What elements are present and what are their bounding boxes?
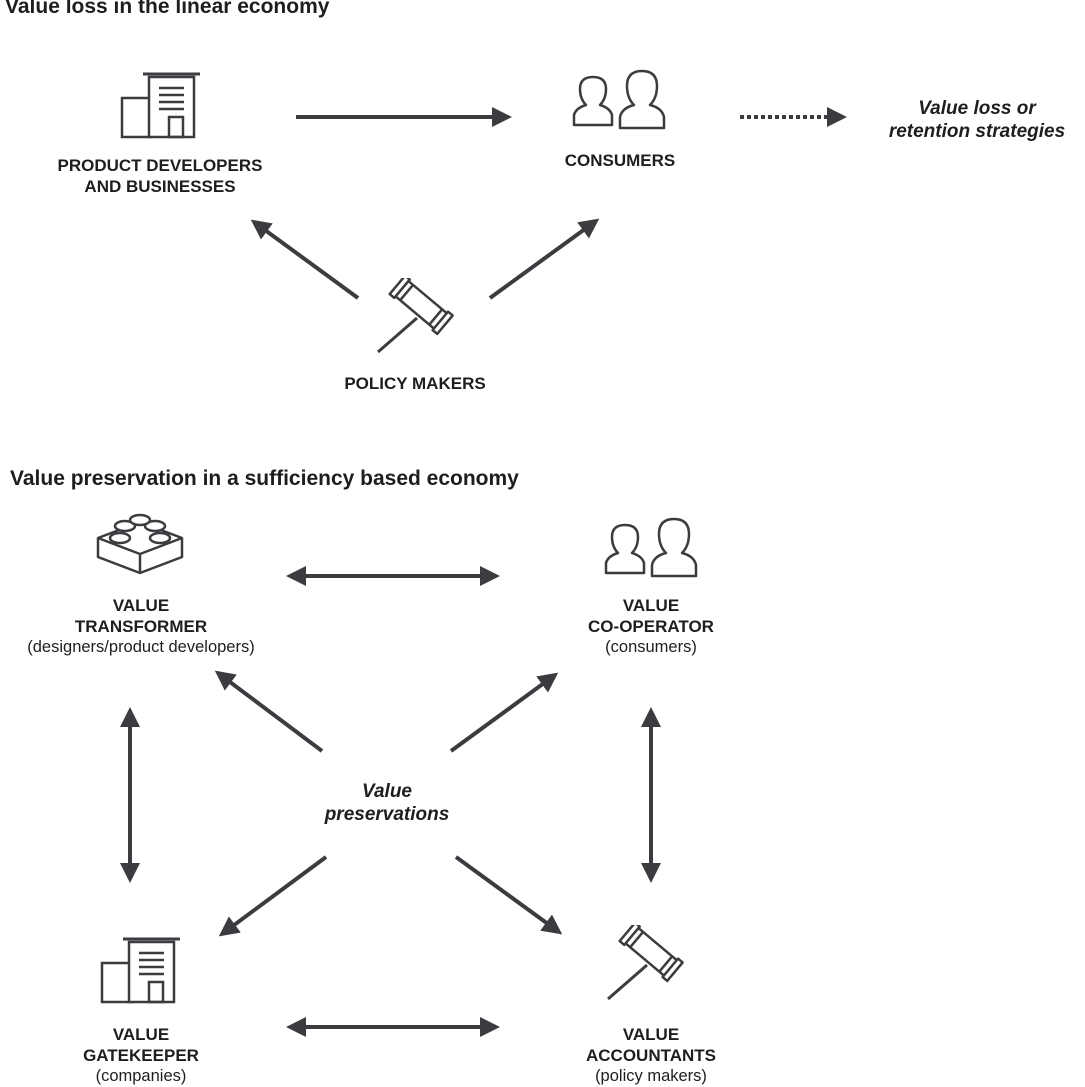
node-label-line: VALUE — [112, 1025, 170, 1044]
node-label-line: CO-OPERATOR — [588, 617, 714, 636]
building-icon — [120, 72, 200, 139]
node-value-gatekeeper: VALUE GATEKEEPER (companies) — [30, 1024, 252, 1087]
node-value-transformer: VALUE TRANSFORMER (designers/product dev… — [0, 595, 282, 658]
node-sublabel: (policy makers) — [595, 1067, 707, 1085]
node-product-developers: PRODUCT DEVELOPERS AND BUSINESSES — [20, 155, 300, 197]
node-sublabel: (consumers) — [605, 638, 697, 656]
outcome-line: Value loss or — [918, 98, 1036, 119]
node-label-line: VALUE — [622, 596, 680, 615]
outcome-line: retention strategies — [888, 121, 1066, 142]
node-consumers: CONSUMERS — [564, 151, 676, 170]
node-label-line: ACCOUNTANTS — [585, 1046, 716, 1065]
people-icon — [604, 517, 698, 578]
center-line: Value — [362, 781, 412, 802]
brick-icon — [96, 513, 184, 575]
center-value-preservations: Value preservations — [292, 780, 482, 826]
section-title-sufficiency: Value preservation in a sufficiency base… — [10, 467, 519, 490]
node-sublabel: (companies) — [95, 1067, 187, 1085]
people-icon — [572, 69, 666, 130]
node-label-line: AND BUSINESSES — [84, 177, 236, 196]
node-label-line: TRANSFORMER — [74, 617, 208, 636]
node-label-line: PRODUCT DEVELOPERS — [57, 156, 263, 175]
gavel-icon — [607, 925, 684, 1001]
section-title-linear: Value loss in the linear economy — [5, 0, 330, 18]
node-label-line: VALUE — [622, 1025, 680, 1044]
node-sublabel: (designers/product developers) — [27, 638, 255, 656]
arrow-center-to-accountants — [454, 855, 563, 935]
arrow-center-to-transformer — [214, 670, 324, 753]
center-line: preservations — [324, 804, 450, 825]
outcome-text: Value loss or retention strategies — [862, 97, 1085, 143]
arrow-policy-to-developers — [250, 219, 360, 300]
node-label-line: VALUE — [112, 596, 170, 615]
node-value-cooperator: VALUE CO-OPERATOR (consumers) — [540, 595, 762, 658]
building-icon — [100, 937, 180, 1004]
arrow-policy-to-consumers — [488, 218, 600, 300]
gavel-icon — [377, 278, 454, 354]
node-policy-makers: POLICY MAKERS — [344, 374, 486, 393]
node-value-accountants: VALUE ACCOUNTANTS (policy makers) — [540, 1024, 762, 1087]
arrow-center-to-cooperator — [449, 672, 559, 753]
arrow-center-to-gatekeeper — [218, 855, 328, 937]
node-label-line: GATEKEEPER — [83, 1046, 199, 1065]
